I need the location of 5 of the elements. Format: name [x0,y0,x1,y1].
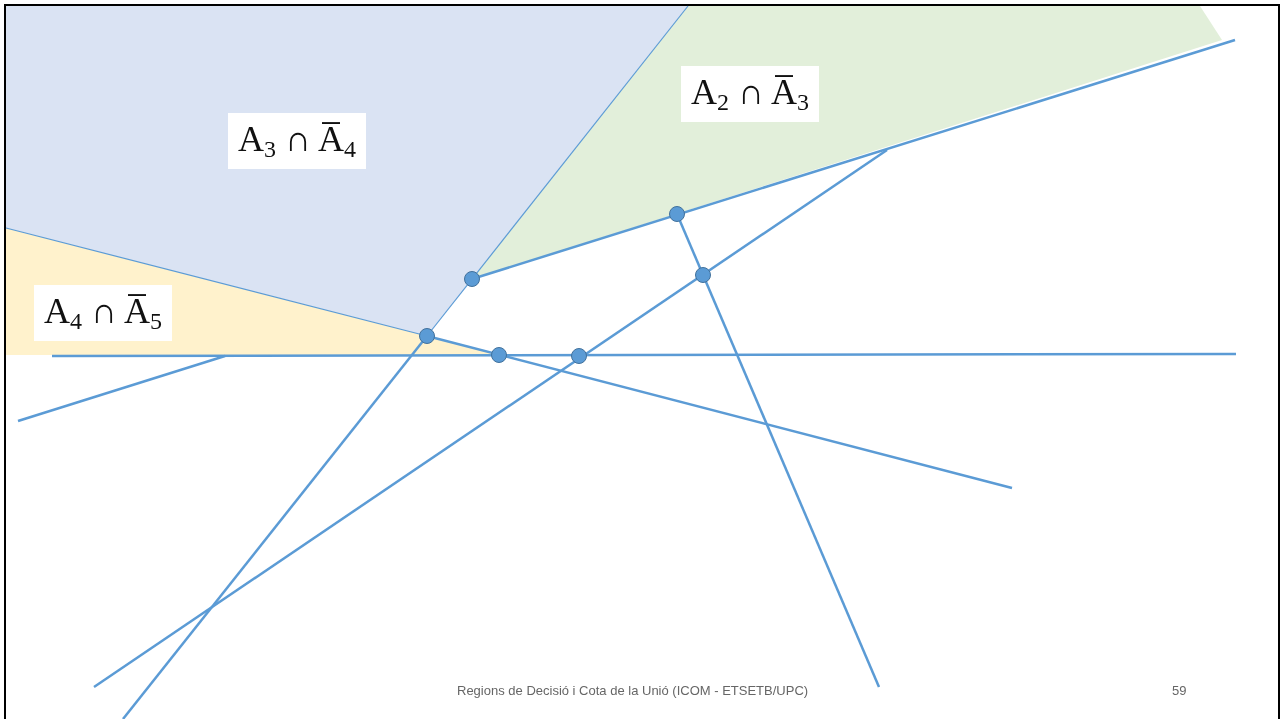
footer-text: Regions de Decisió i Cota de la Unió (ICOM - ETSETB/UPC) [457,683,809,698]
region-label: A$_{2}$ ∩ A̅$_{3}$ [681,66,819,122]
region-label: A$_{4}$ ∩ A̅$_{5}$ [34,285,172,341]
page-number: 59 [1172,683,1187,698]
region-label: A$_{3}$ ∩ A̅$_{4}$ [228,113,366,169]
